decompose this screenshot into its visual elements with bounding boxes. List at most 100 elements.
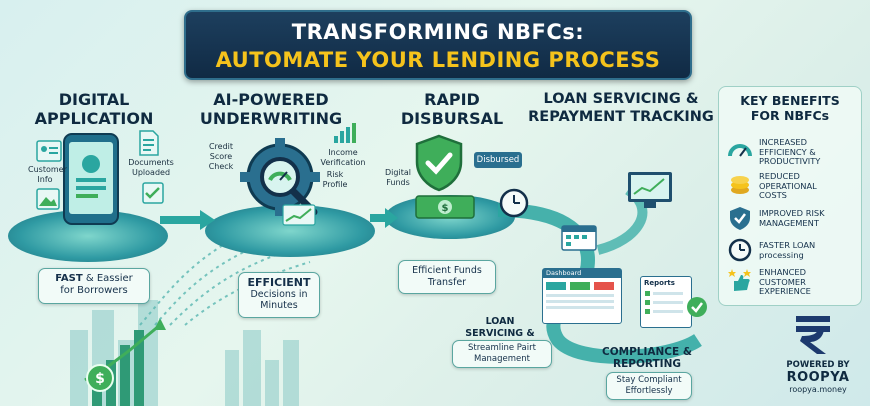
label-line: Score	[209, 152, 233, 161]
caption-rest: & Eassier	[82, 273, 133, 284]
caption-line: Management	[474, 353, 530, 364]
heading-line: APPLICATION	[34, 109, 154, 128]
benefit-line: PRODUCTIVITY	[759, 156, 821, 166]
svg-text:$: $	[95, 371, 105, 387]
benefit-text: INCREASED EFFICIENCY & PRODUCTIVITY	[759, 137, 859, 167]
shield-check-icon	[415, 134, 463, 192]
benefit-text: REDUCED OPERATIONAL COSTS	[759, 171, 859, 201]
stage-heading-disbursal: RAPID DISBURSAL	[396, 90, 508, 128]
label-line: Customer	[28, 165, 67, 174]
label-line: Funds	[386, 178, 410, 187]
shield-icon	[730, 207, 750, 230]
stage-heading-compliance: COMPLIANCE & REPORTING	[596, 346, 698, 370]
label-digital-funds: Digital Funds	[380, 168, 416, 188]
label-line: Income	[328, 148, 358, 157]
benefit-line: processing	[759, 249, 804, 260]
caption-line: for Borrowers	[60, 285, 128, 296]
growth-chart-icon	[282, 204, 316, 226]
label-line: Info	[37, 175, 53, 184]
benefit-line: FASTER LOAN	[759, 240, 816, 250]
title-line-1: TRANSFORMING NBFCs:	[291, 20, 585, 44]
gauge-icon	[728, 144, 752, 157]
check-badge-icon	[687, 297, 707, 317]
label-documents-uploaded: Documents Uploaded	[124, 158, 178, 178]
benefit-item: INCREASED EFFICIENCY & PRODUCTIVITY	[727, 137, 857, 167]
heading-line: COMPLIANCE &	[602, 346, 692, 358]
heading-line: SERVICING &	[465, 327, 535, 339]
dashboard-widgets	[546, 282, 614, 309]
caption-digital-application: FAST & Eassier for Borrowers	[38, 268, 150, 304]
heading-line: KEY BENEFITS	[740, 93, 840, 108]
label-line: Profile	[322, 180, 348, 189]
label-line: Credit	[208, 142, 234, 151]
benefit-item: REDUCED OPERATIONAL COSTS	[727, 171, 857, 201]
benefit-item: IMPROVED RISK MANAGEMENT	[727, 205, 857, 235]
data-flow-lines	[139, 229, 311, 326]
stage-heading-servicing: LOAN SERVICING & REPAYMENT TRACKING	[526, 90, 716, 126]
heading-line: DIGITAL	[58, 90, 130, 109]
svg-text:$: $	[442, 203, 449, 214]
calendar-icon	[561, 225, 597, 251]
dashboard-title: Dashboard	[543, 269, 621, 278]
heading-line: LOAN SERVICING &	[543, 91, 699, 107]
benefit-line: COSTS	[759, 190, 787, 200]
caption-servicing: Streamline Pairt Management	[452, 340, 552, 368]
benefit-item: ENHANCED CUSTOMER EXPERIENCE	[727, 267, 857, 297]
caption-bold: FAST	[55, 273, 83, 284]
caption-line: Stay Compliant	[616, 375, 682, 385]
roopya-logo	[796, 316, 830, 354]
benefits-heading: KEY BENEFITS FOR NBFCs	[719, 93, 861, 123]
sub-heading-loan-servicing: LOAN SERVICING &	[464, 316, 536, 339]
brand-block: POWERED BY ROOPYA roopya.money	[770, 360, 866, 395]
benefit-text: ENHANCED CUSTOMER EXPERIENCE	[759, 267, 859, 297]
benefit-line: OPERATIONAL	[759, 180, 817, 191]
dashboard-screen: Dashboard	[542, 268, 622, 324]
benefit-line: EFFICIENCY &	[759, 146, 816, 157]
heading-line: REPORTING	[613, 358, 681, 370]
title-banner: TRANSFORMING NBFCs: AUTOMATE YOUR LENDIN…	[184, 10, 692, 80]
cash-icon: $	[415, 195, 475, 219]
label-line: Risk	[326, 170, 344, 179]
checklist-icon	[142, 182, 164, 204]
label-line: Verification	[320, 158, 366, 167]
title-line-2: AUTOMATE YOUR LENDING PROCESS	[215, 48, 661, 72]
caption-bold: EFFICIENT	[247, 276, 311, 289]
reports-title: Reports	[644, 279, 675, 287]
benefit-text: FASTER LOAN processing	[759, 240, 859, 260]
disbursed-tag: Disbursed	[474, 152, 522, 168]
heading-line: LOAN	[485, 316, 515, 327]
caption-line: Effortlessly	[625, 385, 673, 396]
caption-line: Minutes	[260, 300, 298, 311]
heading-line: UNDERWRITING	[199, 109, 343, 128]
benefit-line: IMPROVED RISK	[759, 208, 825, 218]
benefit-line: INCREASED	[759, 137, 808, 147]
thumbs-up-icon	[728, 269, 751, 291]
heading-line: FOR NBFCs	[750, 108, 830, 123]
gear-magnifier-icon	[240, 138, 320, 216]
label-risk-profile: Risk Profile	[318, 170, 352, 190]
label-customer-info: Customer Info	[28, 165, 67, 185]
city-skyline-illustration: $	[70, 300, 299, 406]
caption-line: Efficient Funds	[412, 265, 482, 276]
reports-sheet: Reports	[640, 276, 692, 328]
stage-heading-digital-application: DIGITAL APPLICATION	[24, 90, 164, 128]
coins-icon	[731, 176, 749, 194]
benefit-line: EXPERIENCE	[759, 286, 811, 296]
caption-line: FAST & Eassier	[39, 273, 149, 285]
image-card-icon	[36, 188, 60, 210]
benefit-line: REDUCED	[759, 171, 800, 181]
brand-url: roopya.money	[789, 385, 847, 394]
caption-compliance: Stay Compliant Effortlessly	[606, 372, 692, 400]
benefit-line: ENHANCED	[759, 267, 806, 277]
reports-checklist	[645, 291, 683, 314]
heading-line: AI-POWERED	[213, 90, 329, 109]
label-line: Documents	[128, 158, 174, 167]
label-income-verification: Income Verification	[310, 148, 376, 168]
flow-arrows	[160, 208, 398, 230]
heading-line: REPAYMENT TRACKING	[528, 109, 714, 125]
bar-chart-icon	[334, 123, 356, 143]
caption-disbursal: Efficient Funds Transfer	[398, 260, 496, 294]
heading-line: DISBURSAL	[400, 109, 504, 128]
caption-underwriting: EFFICIENT Decisions in Minutes	[238, 272, 320, 318]
